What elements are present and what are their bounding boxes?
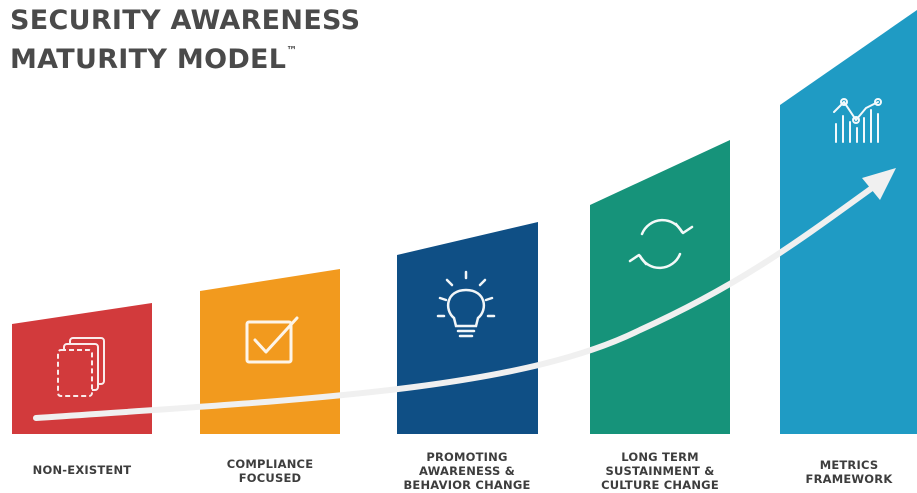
stage-label-metrics: METRICS FRAMEWORK <box>805 458 893 486</box>
checkbox-icon <box>245 316 299 364</box>
stage-block-promoting <box>397 222 538 434</box>
stage-label-promoting: PROMOTING AWARENESS & BEHAVIOR CHANGE <box>403 450 531 492</box>
growth-arrow-line <box>33 185 875 421</box>
document-outline-icon <box>57 337 105 397</box>
title-line-1: SECURITY AWARENESS <box>10 5 361 36</box>
analytics-chart-icon <box>833 98 882 143</box>
stage-label-compliance: COMPLIANCE FOCUSED <box>226 457 314 485</box>
stage-block-long-term <box>590 140 730 434</box>
stage-block-compliance <box>200 269 340 434</box>
growth-arrow-head <box>862 168 896 200</box>
title-line-2: MATURITY MODEL™ <box>10 44 298 75</box>
page-title: SECURITY AWARENESS MATURITY MODEL™ <box>10 6 360 75</box>
refresh-cycle-icon <box>628 218 694 270</box>
stage-label-non-existent: NON-EXISTENT <box>32 463 132 477</box>
stage-label-long-term: LONG TERM SUSTAINMENT & CULTURE CHANGE <box>601 450 719 492</box>
lightbulb-icon <box>436 270 496 338</box>
trademark-symbol: ™ <box>286 44 298 57</box>
stage-block-metrics <box>780 10 917 434</box>
